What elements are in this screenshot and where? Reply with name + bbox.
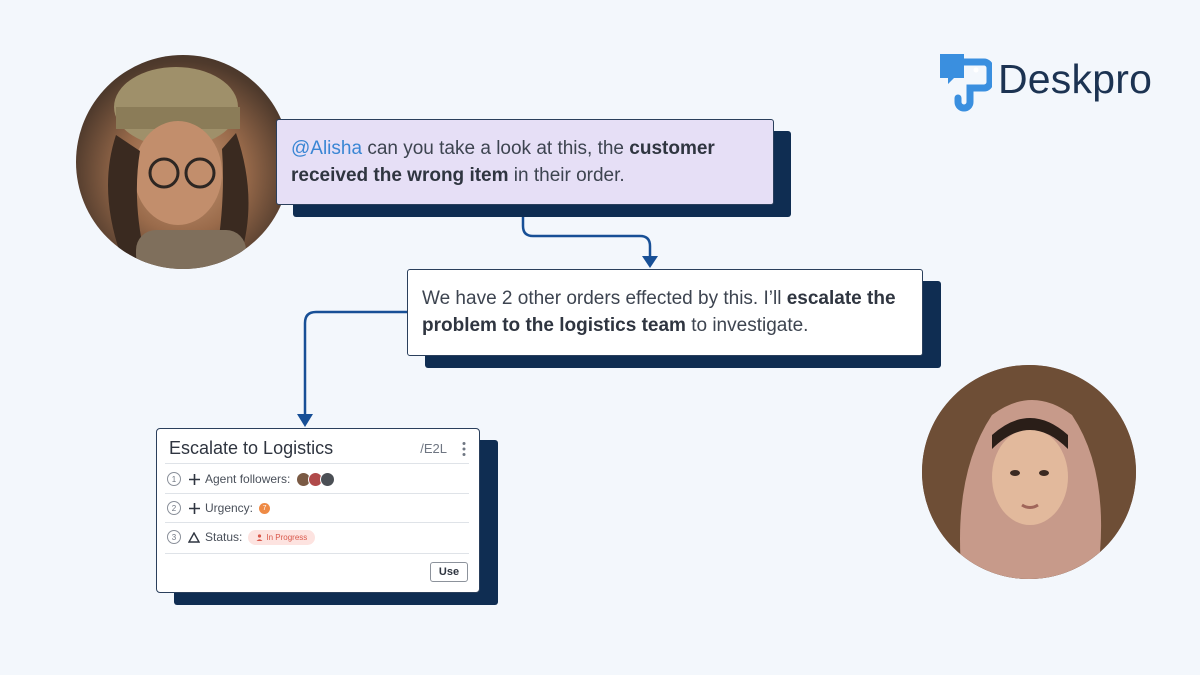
person-photo-1 (108, 67, 249, 269)
card-divider (165, 522, 469, 523)
plus-icon (187, 472, 201, 486)
connector-arrow-2 (303, 310, 407, 416)
deskpro-logo: Deskpro (936, 52, 1152, 112)
avatar-agent-2 (922, 365, 1136, 579)
card-divider (165, 553, 469, 554)
macro-action-row-3: 3 Status: In Progress (167, 527, 316, 547)
message-bubble-1: @Alisha can you take a look at this, the… (276, 119, 774, 205)
step-number: 1 (167, 472, 181, 486)
urgency-badge: 7 (259, 502, 271, 514)
plus-icon (187, 501, 201, 515)
action-label: Urgency: (205, 501, 254, 515)
macro-title: Escalate to Logistics (169, 438, 334, 458)
step-number: 2 (167, 501, 181, 515)
macro-action-row-2: 2 Urgency: 7 (167, 498, 271, 518)
triangle-icon (187, 530, 201, 544)
status-badge: In Progress (248, 529, 316, 545)
arrow-head-2 (297, 414, 313, 427)
person-photo-2 (922, 365, 1136, 579)
action-label: Status: (205, 530, 243, 544)
avatar-agent-1 (76, 55, 290, 269)
message-1-text-b: in their order. (508, 165, 625, 186)
message-2-text-a: We have 2 other orders effected by this.… (422, 288, 787, 309)
action-label: Agent followers: (205, 472, 291, 486)
card-divider (165, 463, 469, 464)
macro-shortcut: /E2L (420, 441, 447, 456)
mention-link[interactable]: @Alisha (291, 138, 363, 159)
message-2-bold: escalate the problem to the logistics te… (422, 288, 896, 336)
message-1-bold: customer received the wrong item (291, 138, 715, 186)
logo-wordmark: Deskpro (998, 56, 1153, 102)
user-icon (256, 533, 263, 541)
message-bubble-2: We have 2 other orders effected by this.… (407, 269, 923, 356)
message-1-text-a: can you take a look at this, the (362, 138, 630, 159)
card-divider (165, 493, 469, 494)
more-options-icon[interactable] (461, 441, 467, 457)
message-2-text-b: to investigate. (685, 315, 809, 336)
use-button[interactable]: Use (430, 562, 468, 582)
deskpro-elephant-icon (940, 54, 992, 112)
macro-card: Escalate to Logistics /E2L 1 Agent follo… (156, 428, 480, 593)
follower-avatar (320, 471, 336, 487)
macro-action-row-1: 1 Agent followers: (167, 469, 336, 489)
arrow-head-1 (642, 256, 658, 268)
step-number: 3 (167, 530, 181, 544)
status-text: In Progress (266, 532, 308, 542)
